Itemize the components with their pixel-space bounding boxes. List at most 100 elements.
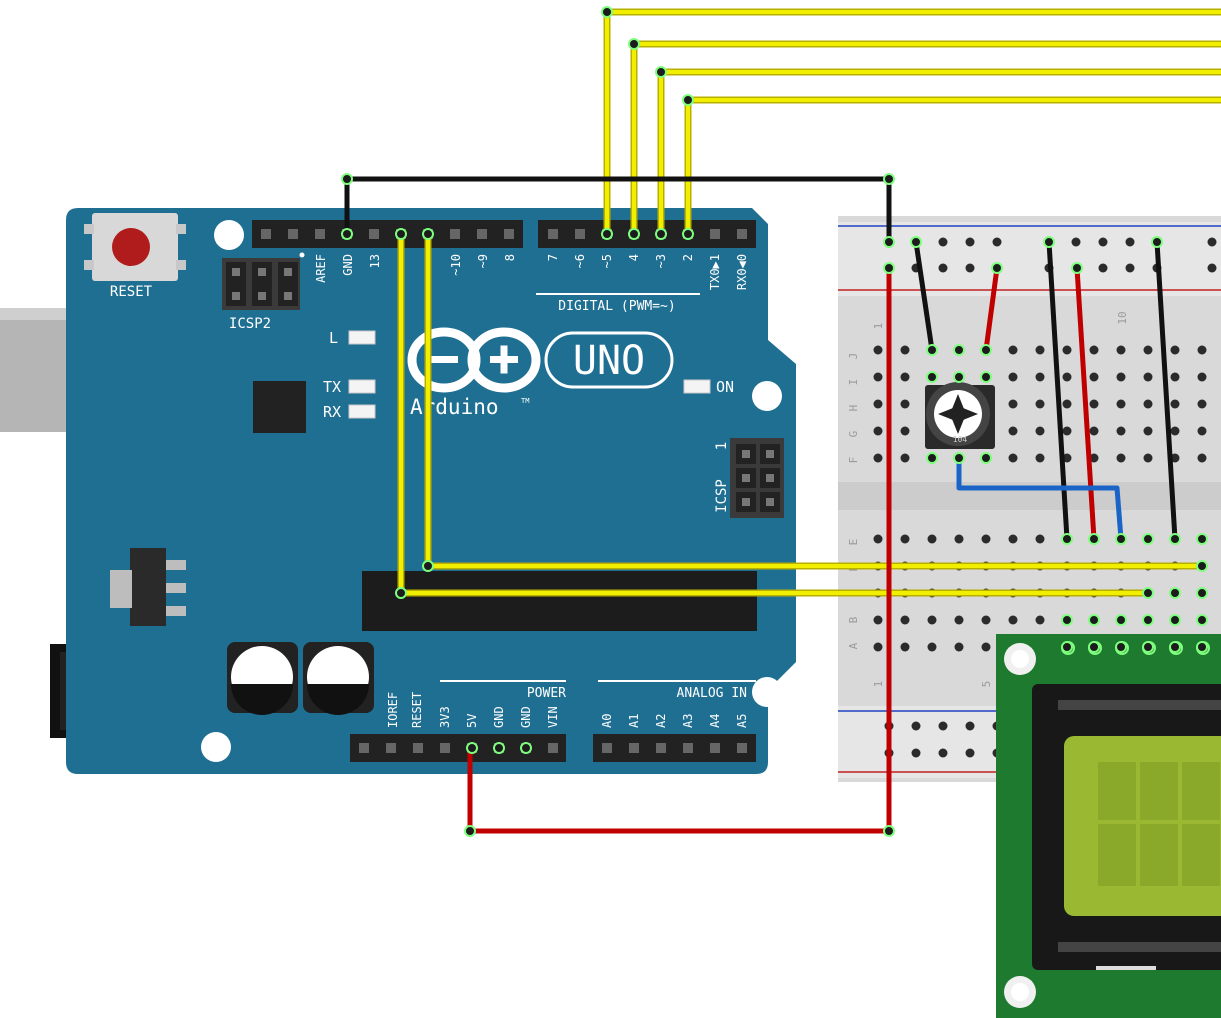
breadboard-hole	[1062, 453, 1072, 463]
wire-endpoint	[926, 452, 938, 464]
wire-red-pot-vcc	[983, 265, 1000, 353]
breadboard-hole	[873, 534, 883, 544]
header-pin	[575, 229, 585, 239]
wire-endpoint	[628, 38, 640, 50]
wire-black-lcd-rw	[1154, 239, 1178, 542]
wire-endpoint	[466, 742, 478, 754]
breadboard-hole	[1197, 372, 1207, 382]
rail-hole	[1207, 237, 1217, 247]
header-pin	[440, 743, 450, 753]
bottom-pin-labels: IOREF RESET 3V3 5V GND GND VIN A0 A1 A2 …	[386, 692, 749, 728]
wire-endpoint	[1061, 533, 1073, 545]
pin-label-a4: A4	[708, 714, 722, 728]
analog-label: ANALOG IN	[677, 686, 747, 701]
header-pin	[737, 743, 747, 753]
breadboard-hole	[1197, 399, 1207, 409]
breadboard-hole	[1197, 453, 1207, 463]
col-label-1-top: 1	[872, 323, 885, 330]
wire-endpoint	[980, 452, 992, 464]
pin-label-a2: A2	[654, 714, 668, 728]
breadboard-hole	[981, 534, 991, 544]
breadboard-hole	[1170, 399, 1180, 409]
reset-button[interactable]	[84, 213, 186, 281]
pin-label-13: 13	[368, 254, 382, 268]
header-pin	[548, 743, 558, 753]
pin-label-9: ~9	[476, 254, 490, 268]
wire-endpoint	[1169, 533, 1181, 545]
header-pin	[359, 743, 369, 753]
wire-endpoint	[1169, 641, 1181, 653]
arduino-infinity-logo-icon	[407, 327, 541, 393]
wire-endpoint	[883, 173, 895, 185]
pin-label-a0: A0	[600, 714, 614, 728]
breadboard-hole	[1089, 426, 1099, 436]
header-pin	[477, 229, 487, 239]
header-pin	[737, 229, 747, 239]
pin-label-2: 2	[681, 254, 695, 261]
wire-endpoint	[910, 236, 922, 248]
capacitor-2	[303, 642, 374, 715]
pin-label-ioref: IOREF	[386, 692, 400, 728]
wire-black-gnd	[344, 176, 892, 245]
breadboard-hole	[1143, 399, 1153, 409]
digital-label: DIGITAL (PWM=~)	[558, 299, 675, 314]
rail-hole	[1207, 263, 1217, 273]
wire-endpoint	[1088, 614, 1100, 626]
power-label: POWER	[527, 686, 566, 701]
breadboard-hole	[954, 534, 964, 544]
row-label-g: G	[847, 431, 860, 438]
wire-endpoint	[1061, 614, 1073, 626]
led-on	[683, 379, 711, 394]
wire-red-5v	[467, 265, 892, 834]
header-pin	[261, 229, 271, 239]
led-tx	[348, 379, 376, 394]
led-l-label: L	[329, 329, 338, 347]
logo-tm: TM	[521, 397, 529, 405]
breadboard-hole	[1170, 453, 1180, 463]
rail-hole	[965, 237, 975, 247]
rail-hole	[1125, 263, 1135, 273]
breadboard-hole	[900, 534, 910, 544]
breadboard-hole	[1143, 426, 1153, 436]
breadboard-hole	[1008, 453, 1018, 463]
pin-label-7: 7	[546, 254, 560, 261]
logo-uno: UNO	[573, 338, 645, 384]
voltage-regulator	[110, 548, 186, 626]
wire-endpoint	[953, 371, 965, 383]
breadboard-hole	[1062, 345, 1072, 355]
breadboard-hole	[1143, 345, 1153, 355]
power-header	[350, 734, 566, 762]
col-label-5: 5	[980, 681, 993, 688]
header-pin	[386, 743, 396, 753]
breadboard-hole	[873, 453, 883, 463]
rail-hole	[1098, 263, 1108, 273]
breadboard-hole	[954, 615, 964, 625]
breadboard-hole	[1089, 453, 1099, 463]
wire-endpoint	[1196, 587, 1208, 599]
wire-endpoint	[493, 742, 505, 754]
breadboard-hole	[1008, 372, 1018, 382]
wire-endpoint	[980, 371, 992, 383]
icsp2-header	[222, 252, 305, 310]
row-label-j: J	[847, 353, 860, 360]
capacitor-1	[227, 642, 298, 715]
wire-endpoint	[1196, 533, 1208, 545]
wire-yellow-pin2	[684, 96, 1221, 238]
header-pin	[683, 743, 693, 753]
wire-endpoint	[883, 262, 895, 274]
row-label-h: H	[847, 405, 860, 412]
breadboard-hole	[1035, 453, 1045, 463]
wire-endpoint	[953, 452, 965, 464]
pin-label-tx: TX0▶1	[708, 254, 722, 290]
breadboard-hole	[1035, 615, 1045, 625]
pin-label-5: ~5	[600, 254, 614, 268]
pin-label-3v3: 3V3	[438, 706, 452, 728]
wire-endpoint	[953, 344, 965, 356]
breadboard-hole	[900, 399, 910, 409]
wire-endpoint	[1043, 236, 1055, 248]
led-on-label: ON	[716, 378, 734, 396]
wire-endpoint	[1169, 587, 1181, 599]
rail-hole	[911, 721, 921, 731]
breadboard-hole	[1089, 372, 1099, 382]
